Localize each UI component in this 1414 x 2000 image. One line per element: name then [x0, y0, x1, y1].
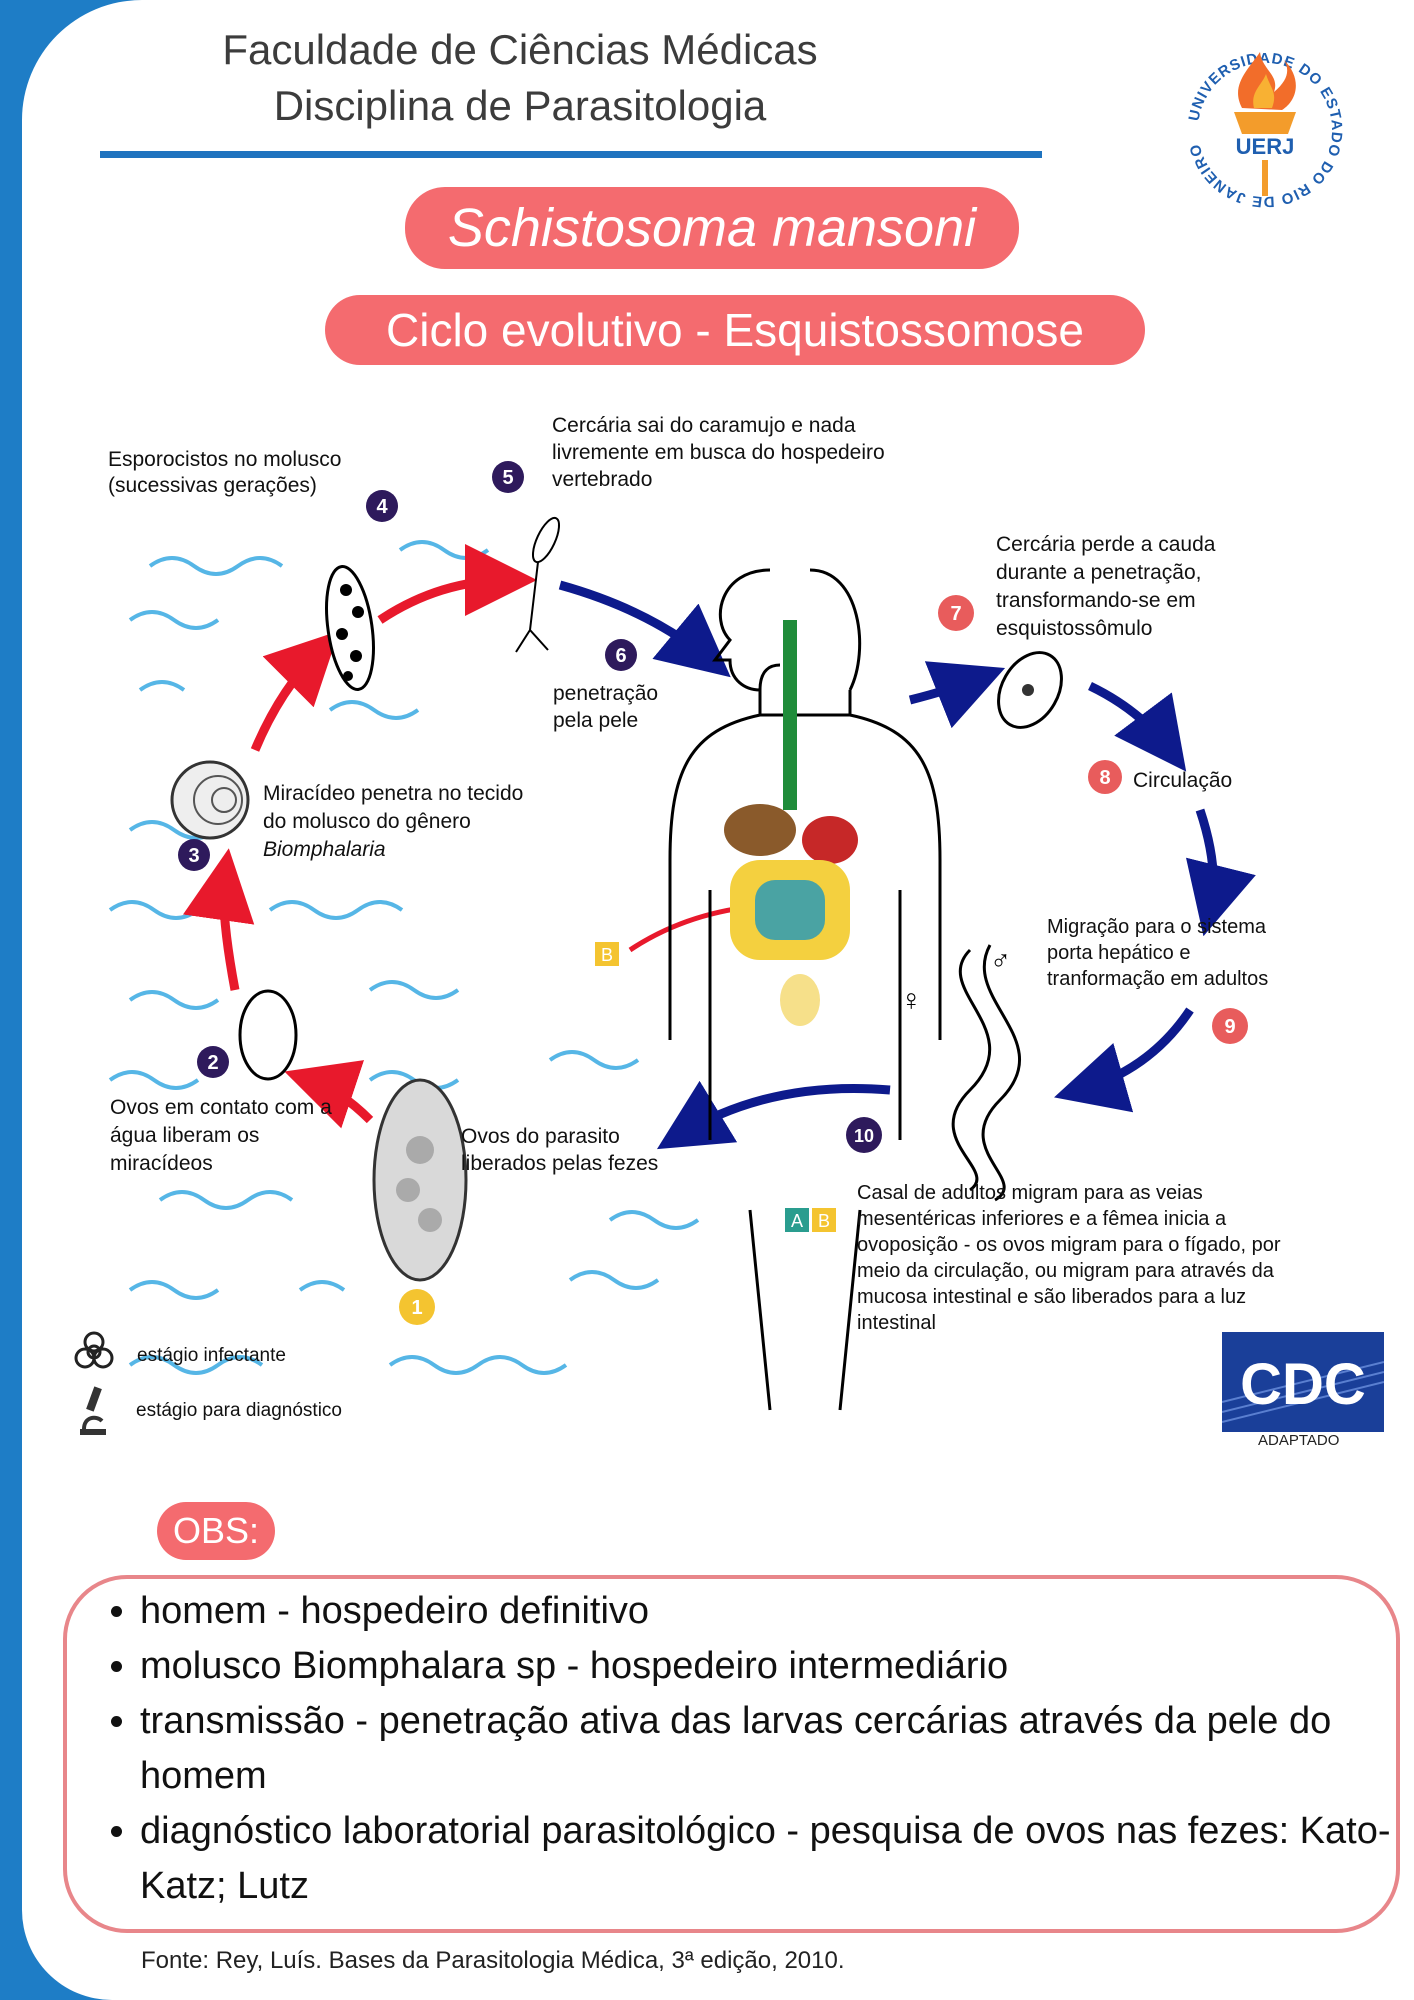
red-arrows: [183, 544, 785, 1129]
obs-item: transmissão - penetração ativa das larva…: [140, 1694, 1414, 1804]
obs-box: [63, 1575, 1400, 1933]
schistosomulum: [997, 651, 1063, 729]
snail: [170, 760, 250, 840]
label-b-box-2: [812, 1208, 836, 1232]
step-10-text: Casal de adultos migram para as veias me…: [857, 1182, 1281, 1334]
life-cycle-diagram: 1 2 3 4 5 6 7 8 9 10 B A B ♀ ♂: [108, 461, 1256, 1411]
step-3-text: Miracídeo penetra no tecido do molusco d…: [263, 780, 533, 864]
step-markers: 1 2 3 4 5 6 7 8 9 10: [178, 461, 1248, 1325]
header: Faculdade de Ciências Médicas Disciplina…: [100, 22, 940, 134]
legend-infective: estágio infectante: [137, 1345, 286, 1366]
adult-worms: [951, 944, 1022, 1202]
human-figure: [668, 568, 942, 1411]
genus-name: Biomphalaria: [263, 838, 386, 861]
step-2-text: Ovos em contato com a água liberam os mi…: [110, 1096, 332, 1175]
egg: [372, 1078, 468, 1282]
cdc-logo: CDC: [1222, 1332, 1384, 1432]
discipline-name: Disciplina de Parasitologia: [273, 82, 767, 129]
step-2-marker: 2: [207, 1052, 218, 1074]
step-8-text: Circulação: [1133, 769, 1233, 792]
obs-list: homem - hospedeiro definitivo molusco Bi…: [100, 1584, 1414, 1914]
cercaria: [515, 516, 561, 653]
species-title: Schistosoma mansoni: [405, 187, 1019, 269]
label-a-box-2: [785, 1208, 809, 1232]
label-a-text-2: A: [791, 1211, 803, 1231]
step-6-marker: 6: [615, 645, 626, 667]
logo-text: UERJ: [1236, 134, 1295, 159]
step-6-text: penetração pela pele: [553, 682, 659, 732]
step-4-marker: 4: [376, 496, 388, 518]
step-5-text: Cercária sai do caramujo e nada livremen…: [552, 414, 885, 491]
header-divider: [100, 151, 1042, 158]
cycle-subtitle: Ciclo evolutivo - Esquistossomose: [325, 295, 1145, 365]
uerj-logo: UNIVERSIDADE DO ESTADO DO RIO DE JANEIRO…: [1186, 50, 1345, 210]
step-7-text: Cercária perde a cauda durante a penetra…: [996, 533, 1216, 640]
faculty-name: Faculdade de Ciências Médicas: [222, 26, 818, 73]
eggs-label: Ovos do parasito liberados pelas fezes: [461, 1125, 659, 1175]
step-8-marker: 8: [1099, 767, 1110, 789]
blue-arrows: [558, 580, 1256, 1150]
step-9-text: Migração para o sistema porta hepático e…: [1047, 916, 1269, 990]
obs-label: OBS:: [157, 1502, 275, 1560]
cdc-logo-text: CDC: [1240, 1352, 1366, 1417]
miracidium: [238, 989, 298, 1081]
biohazard-icon: [74, 1331, 114, 1369]
legend-diagnostic: estágio para diagnóstico: [136, 1400, 342, 1421]
source-citation: Fonte: Rey, Luís. Bases da Parasitologia…: [141, 1947, 845, 1974]
male-symbol: ♂: [990, 945, 1011, 976]
sporocyst: [325, 565, 375, 691]
cdc-adapted: ADAPTADO: [1258, 1432, 1340, 1449]
step-3-marker: 3: [188, 845, 199, 867]
female-symbol: ♀: [900, 984, 923, 1017]
label-b-text: B: [601, 945, 613, 965]
step-7-marker: 7: [950, 603, 961, 625]
microscope-icon: [80, 1386, 106, 1435]
step-9-marker: 9: [1224, 1016, 1235, 1038]
step-10-marker: 10: [854, 1126, 874, 1146]
step-1-marker: 1: [411, 1297, 422, 1319]
obs-item: diagnóstico laboratorial parasitológico …: [140, 1804, 1414, 1914]
obs-item: molusco Biomphalara sp - hospedeiro inte…: [140, 1639, 1414, 1694]
step-5-marker: 5: [502, 467, 513, 489]
label-b-text-2: B: [818, 1211, 830, 1231]
obs-item: homem - hospedeiro definitivo: [140, 1584, 1414, 1639]
step-4-text: Esporocistos no molusco (sucessivas gera…: [108, 448, 342, 497]
label-b-box: [595, 942, 619, 966]
step-3-text-content: Miracídeo penetra no tecido do molusco d…: [263, 782, 524, 861]
